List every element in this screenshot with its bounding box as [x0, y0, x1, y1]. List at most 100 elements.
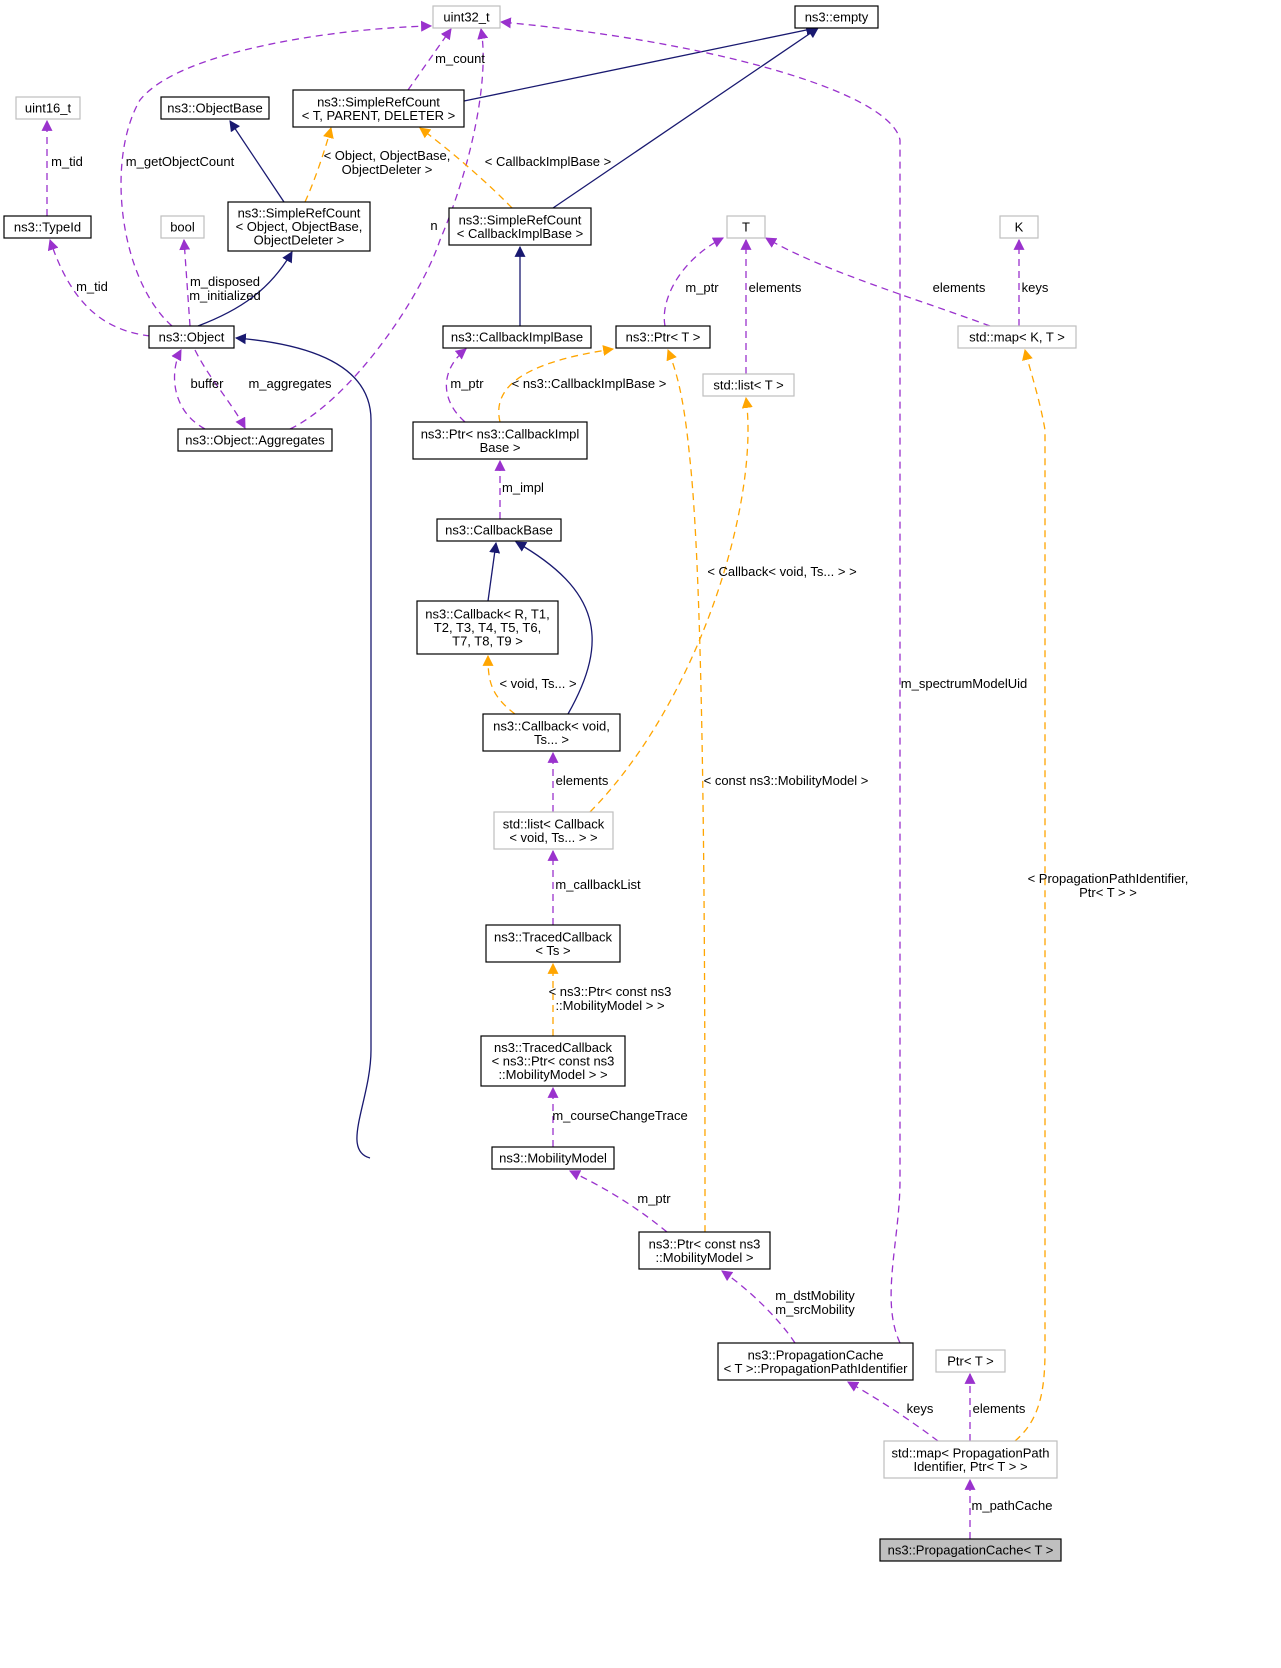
node-box — [702, 373, 795, 397]
node-box — [638, 1231, 771, 1270]
node-label: ns3::Callback< void, — [493, 718, 610, 733]
node-box — [879, 1538, 1062, 1562]
edge-ns3-empty-from-simplerefcount-callback — [552, 27, 819, 209]
node-label: ::MobilityModel > — [656, 1250, 754, 1265]
node-t: T — [726, 215, 766, 239]
edge-callbackbase-from-callback-r — [487, 541, 501, 602]
node-ns3-object[interactable]: ns3::Object — [148, 325, 235, 349]
node-uint16-t: uint16_t — [15, 96, 81, 120]
node-box — [935, 1349, 1006, 1373]
node-box — [448, 207, 592, 246]
node-ptr-t[interactable]: ns3::Ptr< T > — [615, 325, 711, 349]
node-label: ::MobilityModel > > — [498, 1067, 607, 1082]
node-label: ns3::TypeId — [14, 220, 81, 235]
edge-uint32-from-propagationpathidentifier — [499, 17, 901, 1344]
node-ns3-typeid[interactable]: ns3::TypeId — [3, 215, 92, 239]
node-object-aggregates[interactable]: ns3::Object::Aggregates — [177, 428, 333, 452]
edge-label-line: elements — [749, 280, 802, 295]
edge-label-m-tid-1: m_tid — [51, 154, 83, 169]
edge-ptr-mobility-from-pathidentifier — [721, 1270, 796, 1344]
edge-callback-r-from-callback-void — [482, 654, 516, 715]
node-label: ns3::Ptr< ns3::CallbackImpl — [421, 426, 580, 441]
edge-label-line: m_srcMobility — [775, 1302, 855, 1317]
edge-label-tpl-ptr-cib: < ns3::CallbackImplBase > — [512, 376, 667, 391]
edge-label-tpl-callback-void: < Callback< void, Ts... > > — [707, 564, 856, 579]
node-label: ns3::Object::Aggregates — [185, 433, 325, 448]
node-box — [160, 215, 205, 239]
node-tracedcallback-ptr[interactable]: ns3::TracedCallback< ns3::Ptr< const ns3… — [480, 1035, 626, 1087]
edge-label-tpl-ptr-mobility: < ns3::Ptr< const ns3::MobilityModel > > — [549, 984, 672, 1013]
node-ptr-callbackimplbase[interactable]: ns3::Ptr< ns3::CallbackImplBase > — [412, 421, 588, 460]
node-ptr-t-plain: Ptr< T > — [935, 1349, 1006, 1373]
node-label: ns3::empty — [805, 10, 869, 25]
edge-label-line: m_count — [435, 51, 485, 66]
node-label: uint16_t — [25, 101, 72, 116]
edge-std-map-kt-from-std-map-path — [1014, 348, 1046, 1442]
edge-label-line: m_getObjectCount — [126, 154, 235, 169]
edge-labels: m_count m_getObjectCount m_tid m_tid < Objec… — [51, 51, 1188, 1513]
edge-label-line: m_spectrumModelUid — [901, 676, 1027, 691]
node-box — [493, 811, 614, 850]
node-box — [227, 201, 371, 252]
edge-label-m-pathcache: m_pathCache — [972, 1498, 1053, 1513]
node-label: ns3::Object — [159, 330, 225, 345]
node-ns3-empty[interactable]: ns3::empty — [794, 5, 879, 29]
node-propagationcache-t[interactable]: ns3::PropagationCache< T > — [879, 1538, 1062, 1562]
edge-ptr-t-from-ptr-mobility — [666, 348, 706, 1233]
edge-label-tpl-propagation: < PropagationPathIdentifier,Ptr< T > > — [1028, 871, 1189, 900]
edge-label-tpl-callbackimplbase: < CallbackImplBase > — [485, 154, 611, 169]
node-label: bool — [170, 220, 195, 235]
edge-T-from-ptr-t — [663, 237, 724, 327]
node-callback-void[interactable]: ns3::Callback< void,Ts... > — [482, 713, 621, 752]
node-label: < T, PARENT, DELETER > — [302, 108, 455, 123]
node-label: ns3::MobilityModel — [499, 1151, 607, 1166]
edge-label-line: m_aggregates — [248, 376, 332, 391]
node-label: T — [742, 220, 750, 235]
edge-label-keys-1: keys — [1022, 280, 1049, 295]
node-label: < Object, ObjectBase, — [236, 219, 363, 234]
edge-ptr-t-from-ptr-cib — [498, 345, 615, 423]
node-box — [292, 89, 465, 128]
edge-label-line: m_courseChangeTrace — [552, 1108, 687, 1123]
edge-label-m-count: m_count — [435, 51, 485, 66]
edge-label-m-tid-2: m_tid — [76, 279, 108, 294]
node-box — [15, 96, 81, 120]
node-label: ns3::PropagationCache — [748, 1347, 884, 1362]
node-callbackbase[interactable]: ns3::CallbackBase — [436, 518, 562, 542]
node-label: ns3::TracedCallback — [494, 1040, 613, 1055]
edge-label-line: m_impl — [502, 480, 544, 495]
node-std-list-t: std::list< T > — [702, 373, 795, 397]
edge-T-from-std-map-kt — [765, 237, 991, 327]
node-mobilitymodel[interactable]: ns3::MobilityModel — [491, 1146, 615, 1170]
node-callbackimplbase[interactable]: ns3::CallbackImplBase — [442, 325, 592, 349]
edge-label-elements-map: elements — [933, 280, 986, 295]
node-box — [432, 5, 501, 29]
node-std-list-callback: std::list< Callback< void, Ts... > > — [493, 811, 614, 850]
node-propagationpathidentifier[interactable]: ns3::PropagationCache< T >::PropagationP… — [717, 1342, 914, 1381]
node-ns3-objectbase[interactable]: ns3::ObjectBase — [160, 96, 270, 120]
edge-label-m-spectrummodeluid: m_spectrumModelUid — [901, 676, 1027, 691]
edge-typeid-from-object — [47, 238, 151, 337]
node-box — [717, 1342, 914, 1381]
node-simplerefcount-object[interactable]: ns3::SimpleRefCount< Object, ObjectBase,… — [227, 201, 371, 252]
node-simplerefcount-t[interactable]: ns3::SimpleRefCount< T, PARENT, DELETER … — [292, 89, 465, 128]
node-ptr-mobilitymodel[interactable]: ns3::Ptr< const ns3::MobilityModel > — [638, 1231, 771, 1270]
edge-label-line: keys — [907, 1401, 934, 1416]
node-tracedcallback-ts[interactable]: ns3::TracedCallback< Ts > — [485, 924, 621, 963]
node-callback-r[interactable]: ns3::Callback< R, T1,T2, T3, T4, T5, T6,… — [416, 600, 559, 655]
edge-label-line: keys — [1022, 280, 1049, 295]
node-box — [436, 518, 562, 542]
node-box — [416, 600, 559, 655]
edge-label-m-aggregates: m_aggregates — [248, 376, 332, 391]
edge-label-line: < PropagationPathIdentifier, — [1028, 871, 1189, 886]
node-simplerefcount-callback[interactable]: ns3::SimpleRefCount< CallbackImplBase > — [448, 207, 592, 246]
edge-label-m-coursechangetrace: m_courseChangeTrace — [552, 1108, 687, 1123]
edge-label-line: < void, Ts... > — [499, 676, 576, 691]
edge-label-m-ptr-2: m_ptr — [450, 376, 484, 391]
edge-label-line: m_tid — [76, 279, 108, 294]
edge-label-line: < const ns3::MobilityModel > — [704, 773, 869, 788]
edge-label-line: < ns3::Ptr< const ns3 — [549, 984, 672, 999]
